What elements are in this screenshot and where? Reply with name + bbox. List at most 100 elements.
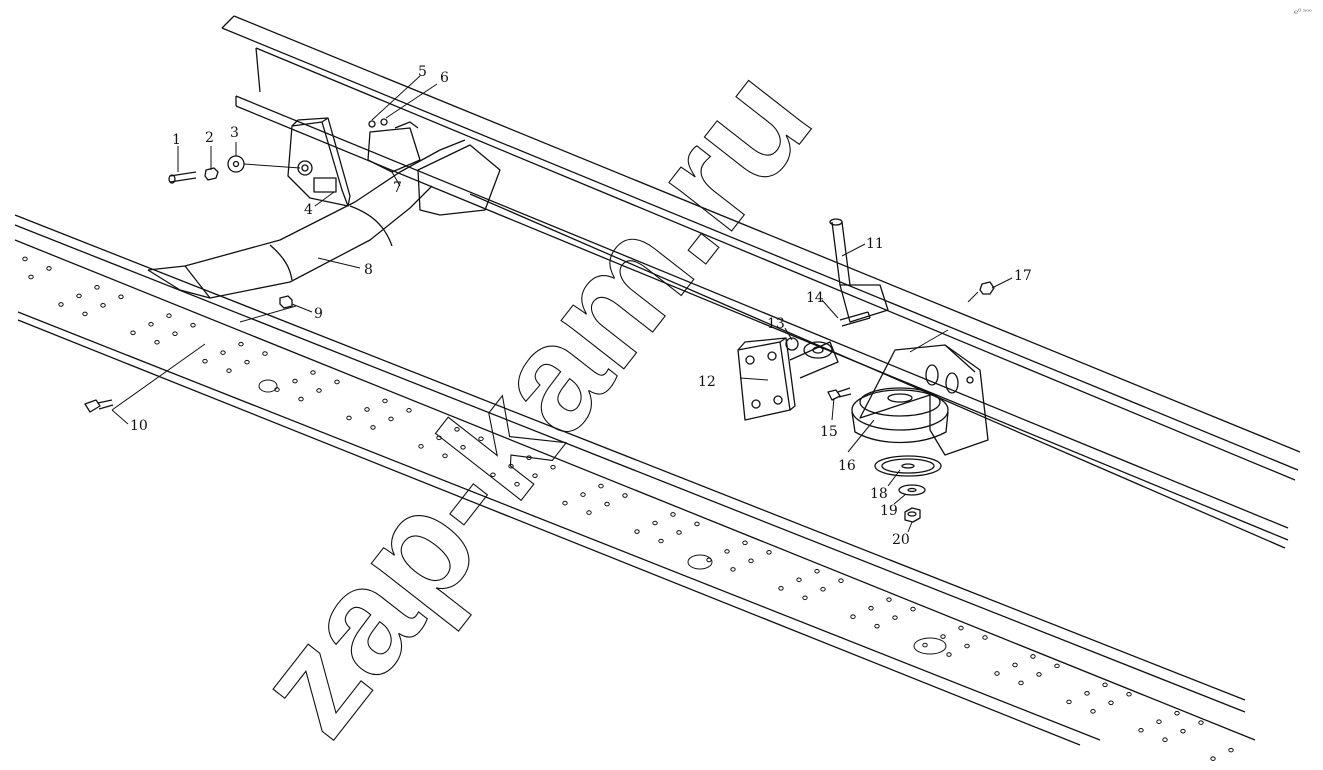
rail-hole [580,492,586,497]
rail-hole [1108,700,1114,706]
rail-hole [940,634,946,639]
callout-12: 12 [698,374,716,390]
rail-hole [202,358,208,364]
rail-hole [622,493,628,498]
callout-8: 8 [364,262,373,278]
rail-hole [994,671,1000,676]
rail-hole [364,407,370,412]
callout-20: 20 [892,532,910,548]
fastener-6 [380,118,388,126]
rail-hole [814,568,820,574]
nut-2 [204,167,219,181]
callout-9: 9 [314,306,323,322]
rail-hole [346,415,352,421]
rail-hole [1126,691,1132,697]
rail-hole [262,351,268,356]
bolt-10 [84,399,114,413]
rail-hole [730,567,736,572]
rail-large-hole [258,379,278,393]
rail-hole [310,370,316,375]
rail-hole [46,266,52,271]
rail-hole [238,341,244,347]
nut-9 [279,295,293,309]
rail-hole [490,472,496,478]
rail-hole [658,538,664,544]
rail-hole [508,463,514,469]
rail-hole [526,455,532,460]
callout-10: 10 [130,418,148,434]
rail-hole [94,285,100,290]
rail-hole [172,331,178,337]
rail-hole [478,436,484,442]
callout-5: 5 [418,64,427,80]
nut-20 [904,507,921,523]
rail-hole [676,530,682,535]
rail-hole [1018,680,1024,686]
rail-hole [436,435,442,441]
rail-hole [670,512,676,517]
rail-hole [766,550,772,555]
fastener-5 [368,120,376,128]
watermark-text: zap-kam.ru [223,37,843,764]
callout-3: 3 [230,125,239,141]
rail-hole [910,606,916,612]
rail-hole [514,481,520,487]
rail-hole [244,359,250,365]
rail-hole [694,521,700,527]
right-bracket [851,344,989,456]
leader-lines [111,75,1013,533]
rail-hole [154,339,160,345]
callout-6: 6 [440,70,449,86]
rail-hole [982,635,988,640]
rail-hole [562,500,568,506]
rail-hole [76,293,82,299]
lower-frame-rail [14,214,1256,746]
callout-1: 1 [172,132,181,148]
rail-hole [742,540,748,546]
rail-hole [586,510,592,515]
rail-hole [1162,737,1168,743]
rail-hole [382,398,388,404]
rail-hole [964,643,970,649]
washer-19 [898,484,926,496]
washer-3 [227,155,245,173]
callout-11: 11 [866,236,884,252]
rail-large-hole [687,554,713,570]
rail-hole [1228,747,1234,753]
callout-15: 15 [820,424,838,440]
rail-hole [724,549,730,554]
rail-hole [850,614,856,619]
bracket-12 [737,337,839,421]
rail-hole [406,408,412,413]
rail-hole [166,313,172,319]
rail-hole [958,625,964,631]
rail-holes [22,256,1240,770]
rail-hole [778,586,784,591]
callout-labels: 1 2 3 4 5 6 7 8 9 10 11 12 13 14 15 16 1… [130,64,1032,548]
rail-hole [1198,720,1204,725]
bolt-14 [839,311,871,327]
rail-hole [820,586,826,592]
rail-hole [148,321,154,327]
rail-hole [388,416,394,422]
rail-hole [28,274,34,280]
callout-13: 13 [767,316,785,332]
upper-frame-rail [221,15,1301,549]
rail-hole [598,483,604,489]
rail-hole [1210,756,1216,761]
rail-hole [454,426,460,432]
rail-hole [226,368,232,373]
rail-hole [460,444,466,450]
rail-hole [532,473,538,478]
upper-mount-plate [829,218,889,323]
rail-hole [130,330,136,336]
rail-large-hole [913,637,947,655]
rail-hole [838,578,844,583]
rail-hole [22,256,28,262]
rail-hole [1138,727,1144,733]
rail-hole [292,378,298,384]
callout-2: 2 [205,130,214,146]
rail-hole [796,577,802,583]
rail-hole [886,597,892,602]
rail-hole [652,520,658,526]
